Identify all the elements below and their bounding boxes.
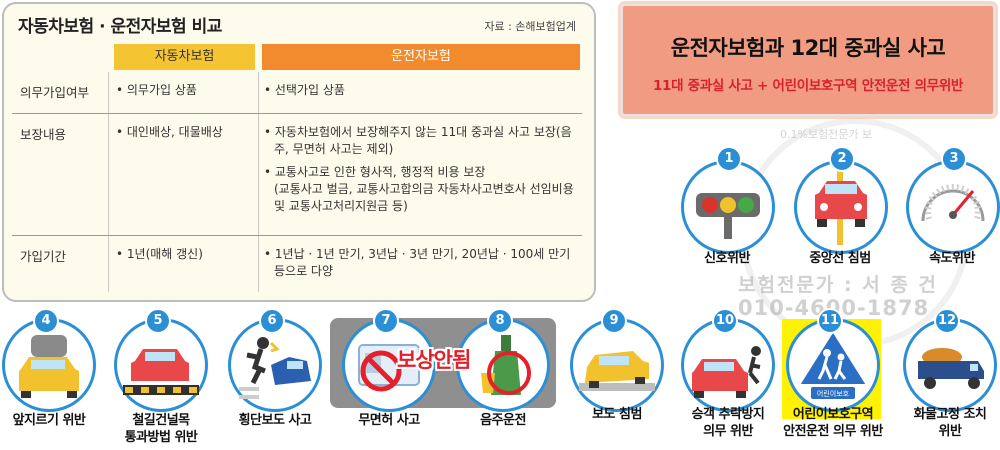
item-number-badge: 9: [601, 308, 627, 334]
driver-cell-line: • 선택가입 상품: [264, 83, 345, 97]
comparison-table-card: 자동차보험 · 운전자보험 비교 자료 : 손해보험업계 자동차보험 운전자보험…: [2, 2, 596, 302]
item-label: 무면허 사고: [358, 413, 420, 428]
table-row: 가입기간 • 1년(매해 갱신) • 1년납 · 1년 만기, 3년납 · 3년…: [12, 236, 582, 294]
school-zone-icon: 어린이보호: [786, 318, 880, 412]
item-number-badge: 1: [716, 146, 742, 172]
item-number-badge: 7: [373, 308, 399, 334]
not-covered-stamp: 보상안됨: [397, 348, 471, 372]
banner-subtitle: 11대 중과실 사고 + 어린이보호구역 안전운전 의무위반: [652, 78, 964, 94]
column-header-car-insurance: 자동차보험: [114, 44, 255, 70]
item-number-badge: 11: [817, 308, 843, 334]
driver-cell: • 선택가입 상품: [264, 82, 580, 105]
item-number-badge: 8: [487, 308, 513, 334]
banner-title: 운전자보험과 12대 중과실 사고: [670, 36, 946, 60]
cargo-truck-icon: [903, 318, 997, 412]
item-number-badge: 4: [33, 308, 59, 334]
item-label: 앞지르기 위반: [12, 413, 86, 428]
item-number-badge: 10: [712, 308, 738, 334]
railroad-crossing-icon: [114, 318, 208, 412]
item-label: 횡단보도 사고: [238, 413, 312, 428]
title-banner: 운전자보험과 12대 중과실 사고 11대 중과실 사고 + 어린이보호구역 안…: [621, 4, 995, 116]
item-label: 속도위반: [929, 251, 975, 266]
item-number-badge: 2: [829, 146, 855, 172]
watermark-arc-text: 0.1%보험전문가 보: [780, 128, 873, 141]
item-number-badge: 12: [934, 308, 960, 334]
school-zone-sign-text: 어린이보호: [817, 389, 850, 398]
table-row: 보장내용 • 대인배상, 대물배상 • 자동차보험에서 보장해주지 않는 11대…: [12, 114, 582, 236]
drunk-driving-icon: [456, 318, 550, 412]
item-label: 어린이보호구역 안전운전 의무 위반: [783, 407, 883, 439]
pedestrian-accident-icon: [228, 318, 322, 412]
row-label: 가입기간: [20, 249, 67, 264]
car-cell: • 의무가입 상품: [116, 83, 197, 97]
item-label: 보도 침범: [592, 407, 642, 422]
item-label: 음주운전: [480, 413, 526, 428]
column-header-driver-insurance: 운전자보험: [262, 44, 580, 70]
table-source: 자료 : 손해보험업계: [484, 20, 576, 33]
driver-cell-line: (교통사고 벌금, 교통사고합의금 자동차사고변호사 선임비용 및 교통사고처리…: [274, 182, 574, 213]
center-line-car-icon: [794, 160, 888, 254]
column-divider: [258, 72, 259, 292]
row-label: 의무가입여부: [20, 85, 90, 100]
driver-cell: • 1년납 · 1년 만기, 3년납 · 3년 만기, 20년납 · 100세 …: [264, 246, 580, 286]
item-label: 신호위반: [704, 251, 750, 266]
car-cell: • 대인배상, 대물배상: [116, 125, 223, 139]
driver-cell-line: • 교통사고로 인한 형사적, 행정적 비용 보장: [264, 165, 486, 179]
driver-cell-line: • 1년납 · 1년 만기, 3년납 · 3년 만기, 20년납 · 100세 …: [264, 247, 571, 278]
item-number-badge: 3: [941, 146, 967, 172]
item-number-badge: 5: [145, 308, 171, 334]
item-label: 철길건널목 통과방법 위반: [124, 413, 198, 445]
item-label: 승객 추락방지 의무 위반: [691, 407, 765, 439]
item-label: 중앙선 침범: [809, 251, 871, 266]
car-cell: • 1년(매해 갱신): [116, 247, 203, 261]
column-divider: [108, 72, 109, 292]
watermark-name: 보험전문가 : 서 종 건: [738, 274, 938, 296]
traffic-light-icon: [681, 160, 775, 254]
speedometer-icon: [906, 160, 1000, 254]
driver-cell-line: • 자동차보험에서 보장해주지 않는 11대 중과실 사고 보장(음주, 무면허…: [264, 125, 572, 156]
item-number-badge: 6: [259, 308, 285, 334]
table-row: 의무가입여부 • 의무가입 상품 • 선택가입 상품: [12, 72, 582, 114]
driver-cell: • 자동차보험에서 보장해주지 않는 11대 중과실 사고 보장(음주, 무면허…: [264, 124, 580, 215]
table-title: 자동차보험 · 운전자보험 비교: [18, 17, 222, 37]
no-license-icon: [342, 318, 436, 412]
row-label: 보장내용: [20, 127, 67, 142]
item-label: 화물고정 조치 위반: [913, 407, 987, 439]
